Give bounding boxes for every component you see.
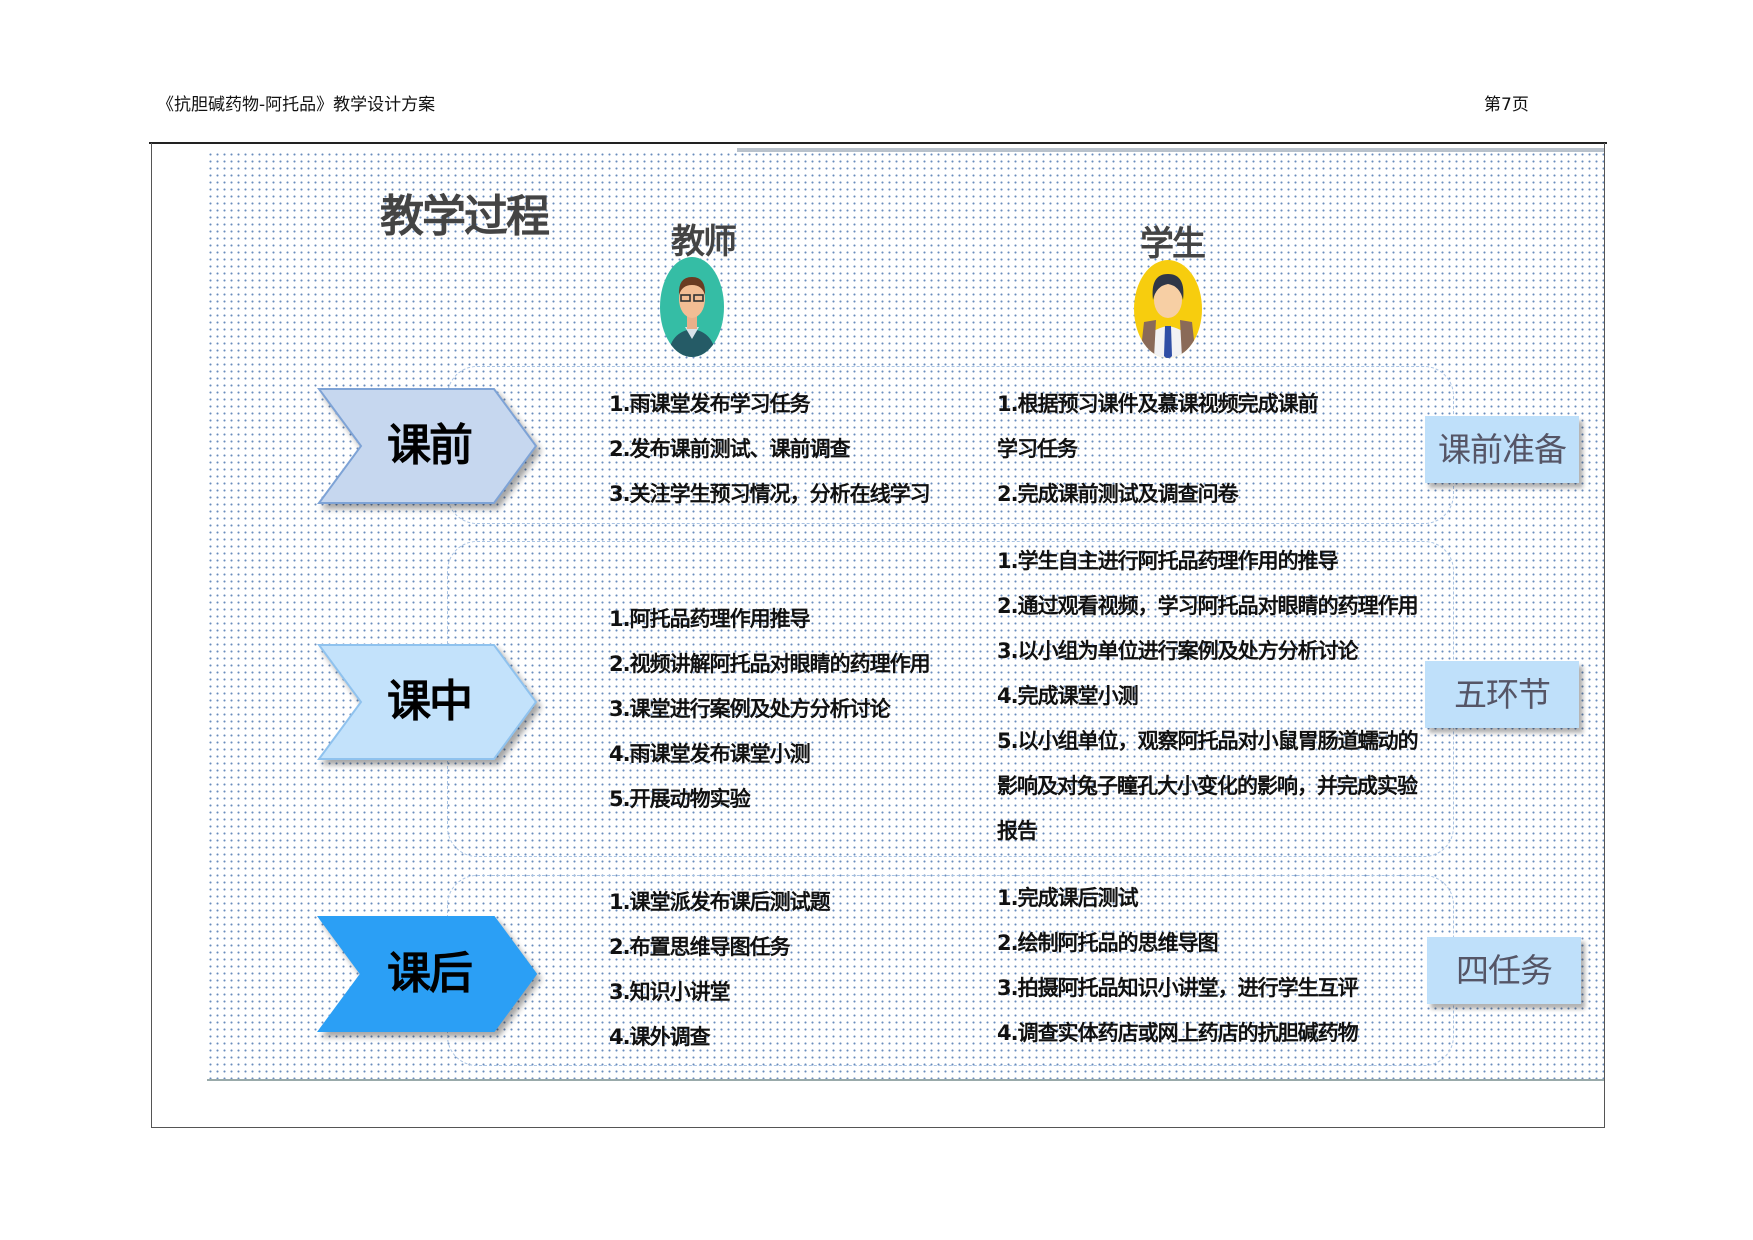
list-item: 3.拍摄阿托品知识小讲堂，进行学生互评	[997, 976, 1359, 1000]
list-item: 2.绘制阿托品的思维导图	[997, 931, 1219, 955]
list-item: 4.课外调查	[609, 1025, 711, 1049]
list-item: 5.开展动物实验	[609, 787, 751, 811]
student-tasks-in-class: 1.学生自主进行阿托品药理作用的推导 2.通过观看视频，学习阿托品对眼睛的药理作…	[997, 539, 1419, 854]
slide-top-border	[737, 148, 1604, 152]
list-item: 4.调查实体药店或网上药店的抗胆碱药物	[997, 1021, 1359, 1045]
stage-chevron-in-class: 课中	[317, 644, 538, 760]
stage-tag-preparation: 课前准备	[1425, 416, 1579, 483]
list-item: 1.学生自主进行阿托品药理作用的推导	[997, 549, 1339, 573]
list-item: 1.根据预习课件及慕课视频完成课前	[997, 392, 1319, 416]
list-item: 4.雨课堂发布课堂小测	[609, 742, 811, 766]
list-item: 3.以小组为单位进行案例及处方分析讨论	[997, 639, 1359, 663]
list-item: 2.布置思维导图任务	[609, 935, 791, 959]
stage-tag-five-links: 五环节	[1425, 661, 1579, 728]
list-item: 1.阿托品药理作用推导	[609, 607, 811, 631]
slide-title: 教学过程	[380, 191, 550, 242]
student-tasks-before-class: 1.根据预习课件及慕课视频完成课前 学习任务 2.完成课前测试及调查问卷	[997, 382, 1319, 517]
student-avatar-icon	[1134, 260, 1202, 358]
teacher-tasks-in-class: 1.阿托品药理作用推导 2.视频讲解阿托品对眼睛的药理作用 3.课堂进行案例及处…	[609, 597, 931, 822]
stage-chevron-before-class: 课前	[317, 388, 538, 504]
page-number: 第7页	[1484, 95, 1529, 115]
list-item: 3.关注学生预习情况，分析在线学习	[609, 482, 931, 506]
stage-label: 课中	[387, 676, 473, 727]
list-item: 2.完成课前测试及调查问卷	[997, 482, 1239, 506]
list-item: 1.课堂派发布课后测试题	[609, 890, 831, 914]
stage-chevron-after-class: 课后	[317, 916, 538, 1032]
stage-tag-four-tasks: 四任务	[1427, 937, 1581, 1004]
list-item: 1.完成课后测试	[997, 886, 1139, 910]
teacher-tasks-before-class: 1.雨课堂发布学习任务 2.发布课前测试、课前调查 3.关注学生预习情况，分析在…	[609, 382, 931, 517]
list-item: 报告	[997, 819, 1038, 843]
student-tasks-after-class: 1.完成课后测试 2.绘制阿托品的思维导图 3.拍摄阿托品知识小讲堂，进行学生互…	[997, 876, 1359, 1056]
image-frame	[151, 143, 1605, 1128]
list-item: 影响及对兔子瞳孔大小变化的影响，并完成实验	[997, 774, 1418, 798]
list-item: 2.通过观看视频，学习阿托品对眼睛的药理作用	[997, 594, 1419, 618]
list-item: 3.课堂进行案例及处方分析讨论	[609, 697, 891, 721]
teacher-tasks-after-class: 1.课堂派发布课后测试题 2.布置思维导图任务 3.知识小讲堂 4.课外调查	[609, 880, 831, 1060]
teacher-label: 教师	[671, 222, 737, 262]
list-item: 2.视频讲解阿托品对眼睛的药理作用	[609, 652, 931, 676]
list-item: 学习任务	[997, 437, 1078, 461]
header-divider	[149, 142, 1607, 144]
list-item: 3.知识小讲堂	[609, 980, 731, 1004]
stage-label: 课前	[387, 420, 473, 471]
document-header-title: 《抗胆碱药物-阿托品》教学设计方案	[157, 95, 436, 115]
stage-label: 课后	[387, 948, 473, 999]
student-label: 学生	[1140, 224, 1206, 264]
list-item: 4.完成课堂小测	[997, 684, 1139, 708]
teacher-avatar-icon	[660, 257, 724, 357]
list-item: 2.发布课前测试、课前调查	[609, 437, 851, 461]
list-item: 5.以小组单位，观察阿托品对小鼠胃肠道蠕动的	[997, 729, 1419, 753]
list-item: 1.雨课堂发布学习任务	[609, 392, 811, 416]
